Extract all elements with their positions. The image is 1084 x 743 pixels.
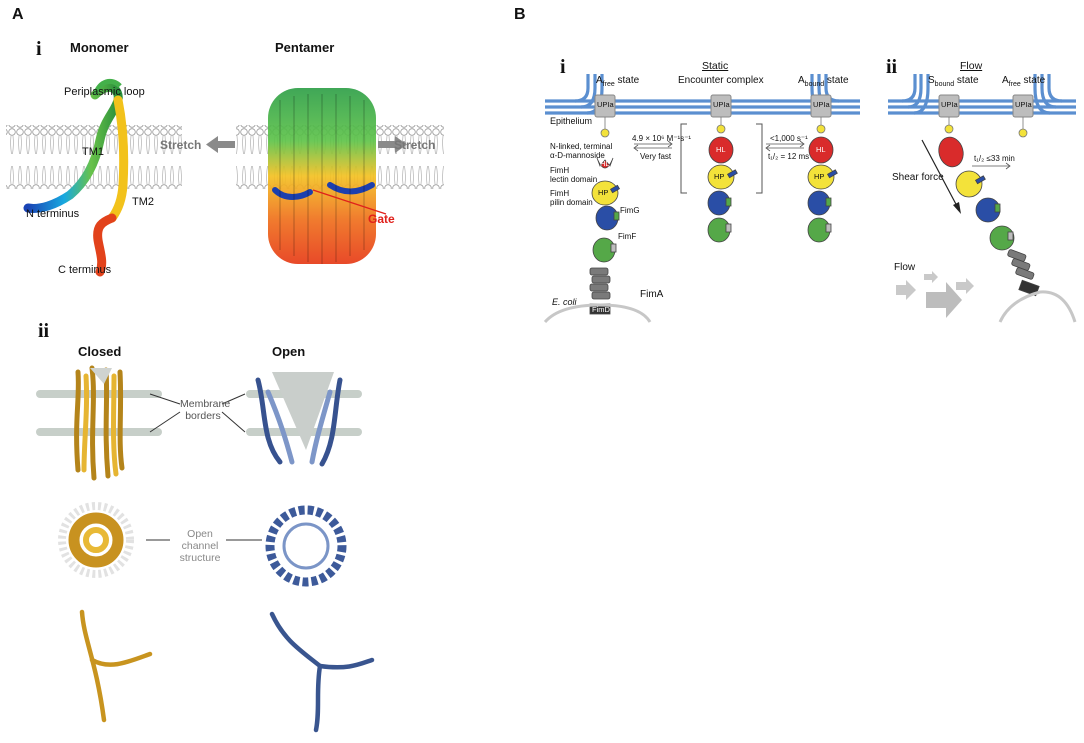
a-free-letter: A xyxy=(596,75,603,86)
n-linked-label: N-linked, terminal α-D-mannoside xyxy=(550,142,613,160)
a-bound-state-label: Abound state xyxy=(798,75,849,88)
pentamer-structure xyxy=(268,88,376,264)
fimbria-encounter xyxy=(707,136,738,243)
a-free-flow-rest: state xyxy=(1020,75,1046,86)
open-title: Open xyxy=(272,344,306,359)
a-free-sub: free xyxy=(602,81,615,88)
closed-pore xyxy=(90,368,112,384)
a-free-state-label: Afree state xyxy=(596,75,639,88)
a-free-flow-sub: free xyxy=(1008,81,1021,88)
shear-force-arrow-icon xyxy=(921,139,961,214)
periplasmic-loop-label: Periplasmic loop xyxy=(64,86,145,98)
stretch-left-label: Stretch xyxy=(160,138,202,152)
upla-boxes-flow xyxy=(938,94,1034,118)
fimg-label: FimG xyxy=(620,206,640,215)
open-pore xyxy=(272,372,334,450)
t-half-flow-label: t₁/₂ ≤33 min xyxy=(974,154,1015,163)
monomer-title: Monomer xyxy=(70,40,129,55)
static-title: Static xyxy=(702,60,729,72)
fimbria-sbound xyxy=(938,136,1040,297)
fimhp-label: FimH pilin domain xyxy=(550,189,593,207)
hp-label-afree: HP xyxy=(598,188,609,197)
upla-label-3: UPIa xyxy=(813,100,830,109)
hl-label-afree: HL xyxy=(600,159,610,168)
upla-boxes-static xyxy=(594,94,832,118)
fimbria-afree xyxy=(589,157,621,315)
c-terminus-label: C terminus xyxy=(58,264,112,276)
shear-force-label: Shear force xyxy=(892,172,944,183)
closed-side-view xyxy=(74,365,125,481)
fimhl-label: FimH lectin domain xyxy=(550,166,598,184)
a-bound-letter: A xyxy=(798,75,805,86)
ecoli-label: E. coli xyxy=(552,297,577,307)
equilibrium-arrows-icon xyxy=(633,140,805,152)
very-fast-label: Very fast xyxy=(640,152,672,161)
gate-label: Gate xyxy=(368,212,395,226)
a-free-flow-letter: A xyxy=(1002,75,1009,86)
s-bound-sub: bound xyxy=(934,81,955,88)
flow-title: Flow xyxy=(960,60,983,72)
gate-pointer xyxy=(312,189,387,215)
upla-label-4: UPIa xyxy=(941,100,958,109)
epithelium-label: Epithelium xyxy=(550,116,593,126)
panel-a-letter: A xyxy=(12,6,24,23)
flow-equilibrium-arrow-icon xyxy=(972,162,1011,170)
s-bound-rest: state xyxy=(954,75,979,86)
encounter-complex-label: Encounter complex xyxy=(678,75,764,86)
fimd-label: FimD xyxy=(592,305,610,314)
tm2-label: TM2 xyxy=(132,196,154,208)
rate-off-label: <1,000 s⁻¹ xyxy=(770,134,808,143)
closed-subunit xyxy=(79,609,153,723)
encounter-bracket xyxy=(680,123,763,194)
stretch-arrow-right-icon xyxy=(378,136,407,153)
a-free-state-flow-label: Afree state xyxy=(1002,75,1045,88)
a-free-rest: state xyxy=(614,75,640,86)
monomer-structure xyxy=(23,78,129,277)
a-bound-rest: state xyxy=(824,75,849,86)
rate-on-label: 4.9 × 10⁶ M⁻¹s⁻¹ xyxy=(632,134,692,143)
a-bound-sub: bound xyxy=(804,81,825,88)
panel-b-i-roman: i xyxy=(560,56,566,78)
ecoli-membrane xyxy=(543,303,652,324)
panel-b-letter: B xyxy=(514,6,526,23)
mannoside-dots xyxy=(600,117,1028,138)
fimbria-abound xyxy=(807,136,838,243)
hp-label-encounter: HP xyxy=(714,172,725,181)
open-subunit xyxy=(269,611,375,733)
flow-epithelium-membrane xyxy=(888,74,1076,115)
s-bound-letter: S xyxy=(928,75,935,86)
membrane-borders-brackets xyxy=(149,393,246,433)
stretch-arrow-left-icon xyxy=(206,136,235,153)
n-terminus-label: N terminus xyxy=(26,208,80,220)
ecoli-membrane-flow xyxy=(998,290,1077,323)
fima-label: FimA xyxy=(640,289,664,300)
fimf-label: FimF xyxy=(618,232,637,241)
panel-b-ii-roman: ii xyxy=(886,56,898,78)
upla-label-5: UPIa xyxy=(1015,100,1032,109)
flow-arrows-icon xyxy=(896,271,974,318)
flow-label: Flow xyxy=(894,262,916,273)
open-side-view xyxy=(255,377,343,467)
hl-label-encounter: HL xyxy=(716,145,726,154)
hp-label-abound: HP xyxy=(814,172,825,181)
stretch-right-label: Stretch xyxy=(394,138,436,152)
open-channel-structure-label: Open channel structure xyxy=(179,528,221,564)
closed-title: Closed xyxy=(78,344,122,359)
panel-a-ii-roman: ii xyxy=(38,320,50,342)
hl-label-abound: HL xyxy=(816,145,826,154)
upla-label-1: UPIa xyxy=(597,100,614,109)
membrane-borders-label: Membrane borders xyxy=(180,398,231,422)
upla-label-2: UPIa xyxy=(713,100,730,109)
s-bound-state-label: Sbound state xyxy=(928,75,979,88)
t-half-static-label: t₁/₂ = 12 ms xyxy=(768,152,810,161)
panel-a-i-roman: i xyxy=(36,38,42,60)
tm1-label: TM1 xyxy=(82,146,104,158)
closed-top-view xyxy=(58,502,134,578)
pentamer-title: Pentamer xyxy=(275,40,335,55)
open-top-view xyxy=(265,505,347,587)
